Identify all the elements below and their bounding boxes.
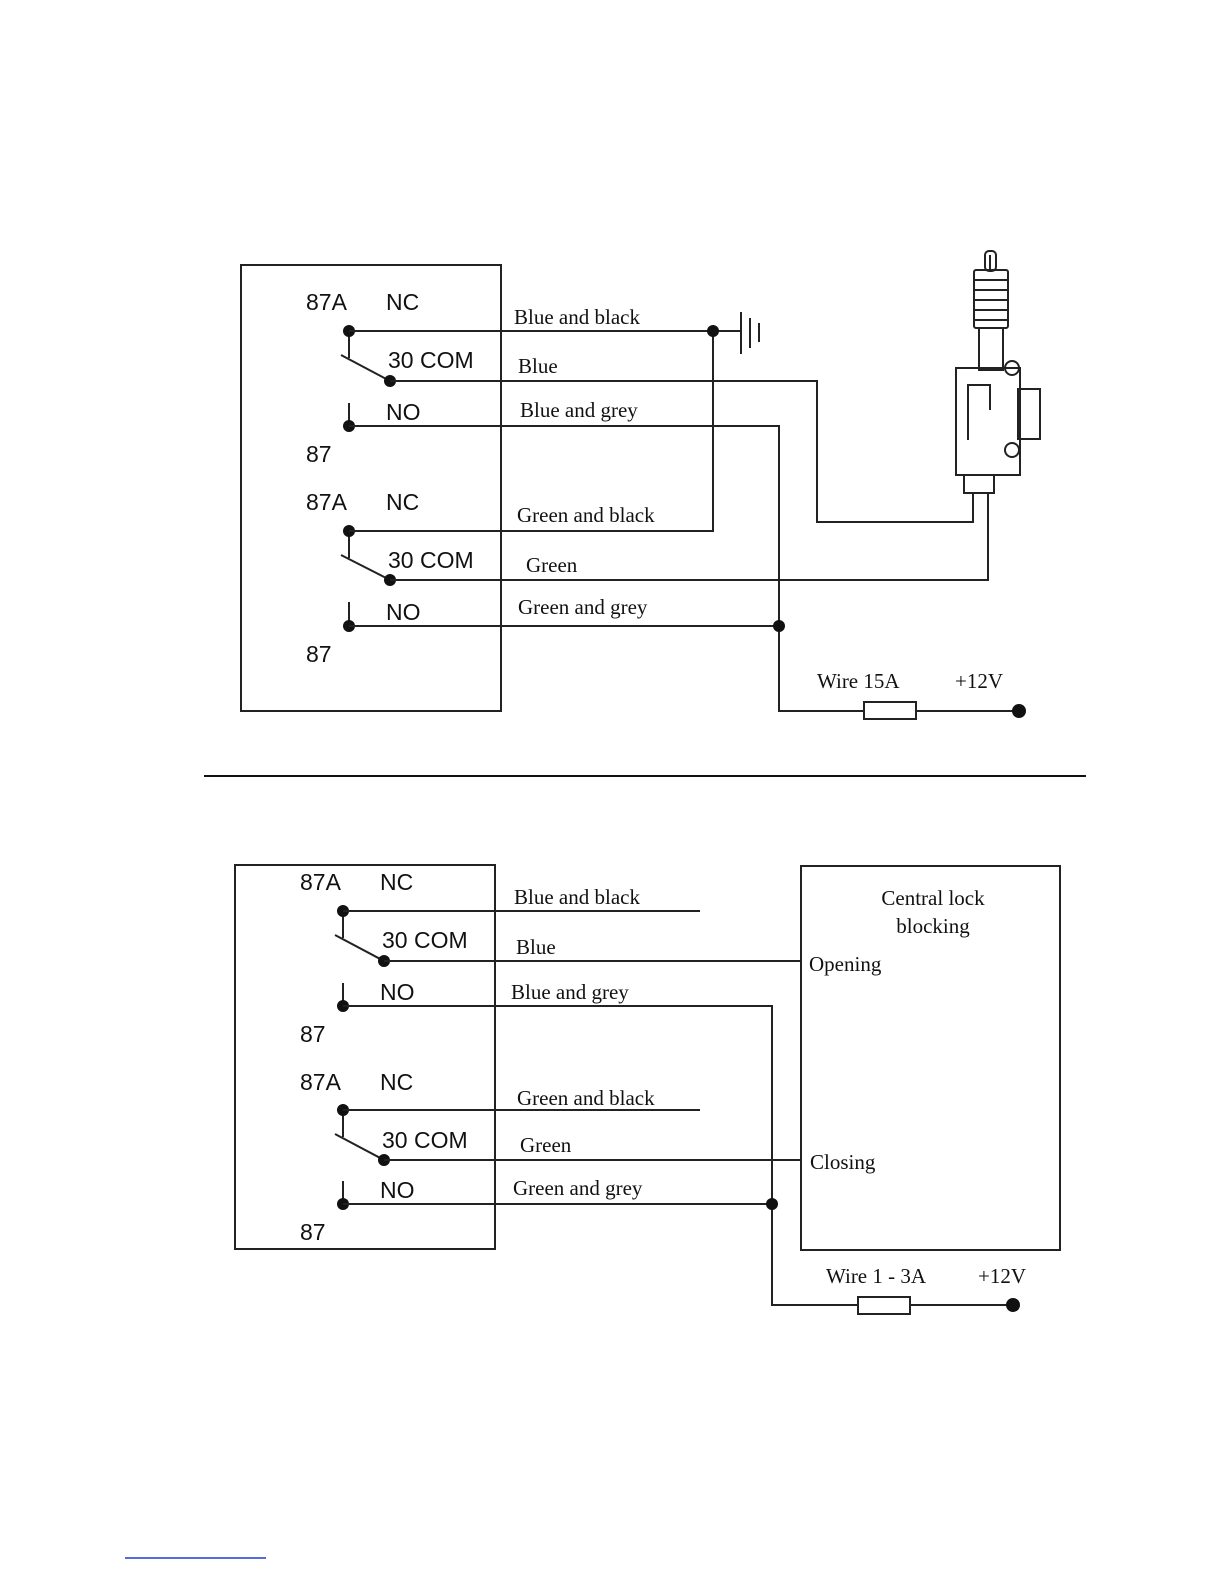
- bottom-diagram: 87A NC 30 COM NO 87 87A NC 30 COM NO 87 …: [235, 865, 1060, 1314]
- top-relay2-com-label: 30 COM: [388, 547, 474, 573]
- bottom-relay-block: [235, 865, 495, 1249]
- top-relay1-nc-label: NC: [386, 289, 419, 315]
- top-wire-green-grey-label: Green and grey: [518, 595, 648, 619]
- top-relay2-87a-label: 87A: [306, 489, 348, 515]
- top-relay2-switch-arm: [341, 555, 390, 580]
- top-supply-label: +12V: [955, 669, 1003, 693]
- central-lock-title-line1: Central lock: [881, 886, 985, 910]
- top-supply-terminal: [1012, 704, 1026, 718]
- top-fuse-icon: [864, 702, 916, 719]
- top-relay2-nc-label: NC: [386, 489, 419, 515]
- top-wire-green: [390, 493, 988, 580]
- bottom-fuse-label: Wire 1 - 3A: [826, 1264, 927, 1288]
- bottom-wire-green-label: Green: [520, 1133, 572, 1157]
- top-relay2-no-label: NO: [386, 599, 421, 625]
- top-relay1-87-label: 87: [306, 441, 332, 467]
- bottom-fuse-icon: [858, 1297, 910, 1314]
- bottom-relay2-87a-label: 87A: [300, 1069, 342, 1095]
- top-fuse-label: Wire 15A: [817, 669, 900, 693]
- bottom-relay1-87-label: 87: [300, 1021, 326, 1047]
- top-wire-green-black-label: Green and black: [517, 503, 655, 527]
- central-lock-opening-label: Opening: [809, 952, 882, 976]
- bottom-relay1-switch-arm: [335, 935, 384, 961]
- top-wire-blue-black-label: Blue and black: [514, 305, 640, 329]
- central-lock-closing-label: Closing: [810, 1150, 876, 1174]
- top-relay1-no-label: NO: [386, 399, 421, 425]
- bottom-relay1-nc-label: NC: [380, 869, 413, 895]
- top-diagram: 87A NC 30 COM NO 87 87A NC 30 COM NO 87 …: [241, 251, 1040, 719]
- central-lock-title-line2: blocking: [896, 914, 970, 938]
- bottom-wire-blue-black-label: Blue and black: [514, 885, 640, 909]
- top-ground-junction: [707, 325, 719, 337]
- bottom-relay1-87a-label: 87A: [300, 869, 342, 895]
- ground-icon: [741, 312, 759, 354]
- top-supply-junction: [773, 620, 785, 632]
- bottom-relay2-switch-arm: [335, 1134, 384, 1160]
- bottom-supply-terminal: [1006, 1298, 1020, 1312]
- bottom-supply-label: +12V: [978, 1264, 1026, 1288]
- top-relay1-com-label: 30 COM: [388, 347, 474, 373]
- top-wire-blue-grey-label: Blue and grey: [520, 398, 638, 422]
- bottom-relay2-com-label: 30 COM: [382, 1127, 468, 1153]
- bottom-relay2-nc-label: NC: [380, 1069, 413, 1095]
- door-lock-actuator-icon: [956, 251, 1040, 493]
- bottom-wire-blue-grey: [343, 1006, 858, 1305]
- bottom-wire-blue-grey-label: Blue and grey: [511, 980, 629, 1004]
- top-wire-blue: [390, 381, 973, 522]
- top-relay2-87-label: 87: [306, 641, 332, 667]
- bottom-wire-blue-label: Blue: [516, 935, 556, 959]
- bottom-wire-green-black-label: Green and black: [517, 1086, 655, 1110]
- top-wire-green-label: Green: [526, 553, 578, 577]
- bottom-relay1-com-label: 30 COM: [382, 927, 468, 953]
- top-wire-blue-label: Blue: [518, 354, 558, 378]
- bottom-relay1-no-label: NO: [380, 979, 415, 1005]
- bottom-wire-green-grey-label: Green and grey: [513, 1176, 643, 1200]
- bottom-relay2-87-label: 87: [300, 1219, 326, 1245]
- top-relay1-switch-arm: [341, 355, 390, 381]
- bottom-relay2-no-label: NO: [380, 1177, 415, 1203]
- top-relay1-87a-label: 87A: [306, 289, 348, 315]
- bottom-supply-junction: [766, 1198, 778, 1210]
